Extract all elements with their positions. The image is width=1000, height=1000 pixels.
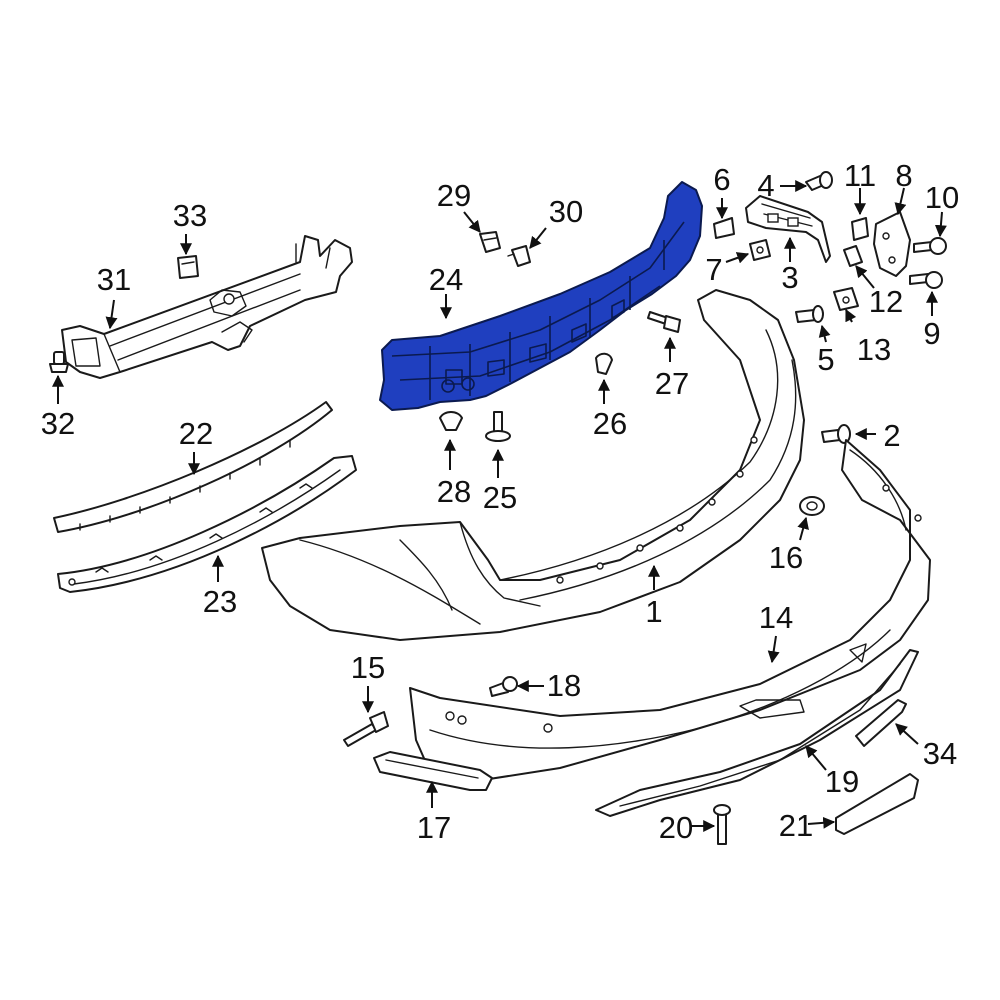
callout-20: 20 [659,810,693,845]
part-24-energy-absorber [379,181,703,411]
part-26-grommet [595,352,613,375]
part-6-retainer [713,217,735,239]
part-25-stud [485,411,511,442]
part-4-bolt [805,171,833,191]
callout-14: 14 [759,600,793,635]
callout-11: 11 [844,158,876,193]
part-17-reflector [373,751,493,791]
part-14-lower-valance [409,439,931,783]
callout-29: 29 [437,178,471,213]
callout-6: 6 [713,162,730,197]
part-29-clip [479,231,501,253]
part-19-trim-strip [595,649,919,817]
callout-5: 5 [817,342,834,377]
part-12-clip [843,245,863,267]
part-7-nut [749,239,771,261]
callout-30: 30 [549,194,583,229]
part-8-bracket [873,211,911,277]
part-1-bumper-cover [261,289,805,641]
callout-31: 31 [97,262,131,297]
leader-lines [52,180,947,832]
callout-27: 27 [655,366,689,401]
part-30-clip [507,245,531,267]
callout-32: 32 [41,406,75,441]
callout-24: 24 [429,262,463,297]
callout-8: 8 [895,158,912,193]
callout-9: 9 [923,316,940,351]
part-15-push-pin [343,711,389,747]
part-23-mounting-bracket [57,455,357,593]
part-13-nut [833,287,859,311]
part-18-bolt [489,676,518,697]
part-20-push-pin [713,804,731,845]
callout-21: 21 [779,808,813,843]
callout-15: 15 [351,650,385,685]
part-32-push-clip [49,351,69,373]
part-27-bolt [647,311,681,333]
callout-25: 25 [483,480,517,515]
callout-3: 3 [781,260,798,295]
part-9-bolt [909,271,943,289]
callout-12: 12 [869,284,903,319]
part-34-reflector [855,699,907,747]
part-33-clip-nut [177,255,199,279]
part-5-bolt [795,305,824,323]
part-21-reflector [835,773,919,835]
part-2-bolt [821,424,851,444]
part-22-trim-strip [53,401,333,533]
part-3-bracket [745,195,831,263]
callout-34: 34 [923,736,957,771]
callout-19: 19 [825,764,859,799]
callout-33: 33 [173,198,207,233]
part-28-retainer [439,411,463,431]
callout-10: 10 [925,180,959,215]
callout-1: 1 [645,594,662,629]
callout-23: 23 [203,584,237,619]
callout-labels: 1 2 3 4 5 6 7 8 9 10 11 12 13 14 15 16 1… [41,158,959,845]
callout-28: 28 [437,474,471,509]
callout-13: 13 [857,332,891,367]
callout-17: 17 [417,810,451,845]
part-16-grommet [799,496,825,516]
callout-4: 4 [757,168,774,203]
part-10-bolt [913,237,947,255]
part-11-clip [851,217,869,241]
part-31-reinforcement-beam [61,235,353,379]
callout-26: 26 [593,406,627,441]
callout-18: 18 [547,668,581,703]
callout-22: 22 [179,416,213,451]
callout-7: 7 [705,252,722,287]
callout-16: 16 [769,540,803,575]
callout-2: 2 [883,418,900,453]
